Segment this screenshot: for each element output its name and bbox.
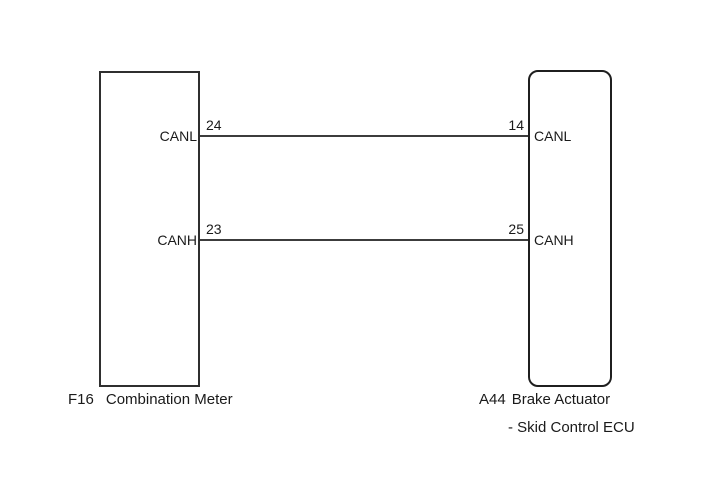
canh-label-right: CANH [534, 232, 574, 248]
canh-pin-right: 25 [508, 221, 524, 237]
canl-label-right: CANL [534, 128, 572, 144]
canl-wire [200, 135, 528, 137]
canh-wire [200, 239, 528, 241]
canl-pin-right: 14 [508, 117, 524, 133]
canh-pin-left: 23 [206, 221, 222, 237]
left-component-name: Combination Meter [105, 391, 233, 408]
brake-actuator-box [528, 70, 612, 387]
left-component-code: F16 [68, 391, 94, 408]
canl-label-left: CANL [159, 128, 197, 144]
left-component-caption: F16 Combination Meter [68, 391, 233, 408]
right-component-subcaption: - Skid Control ECU [508, 419, 635, 436]
right-component-caption: A44 Brake Actuator [479, 391, 610, 408]
canl-pin-left: 24 [206, 117, 222, 133]
canh-label-left: CANH [157, 232, 197, 248]
right-component-code: A44 [479, 391, 506, 408]
combination-meter-box [99, 71, 200, 387]
right-component-name: Brake Actuator [511, 391, 611, 408]
